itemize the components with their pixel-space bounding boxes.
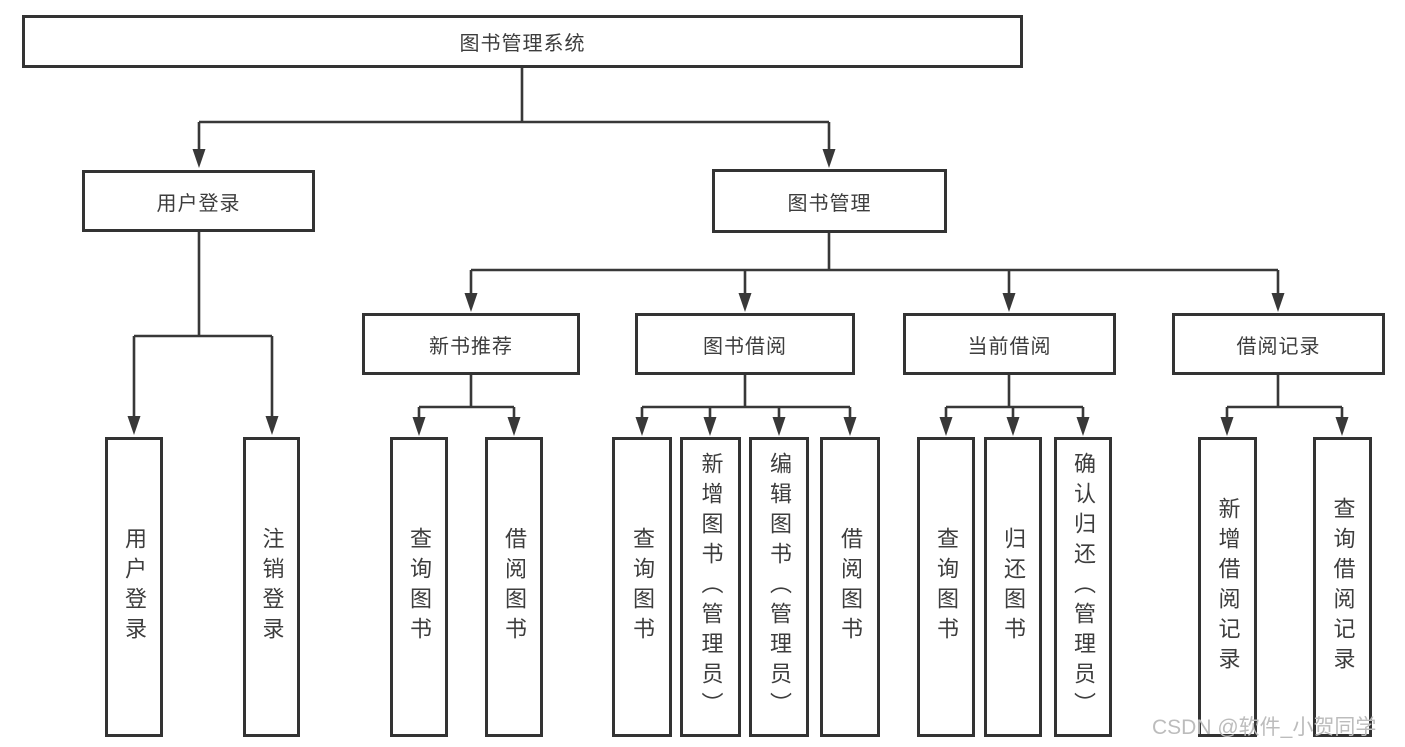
leaf-label: 新增图书（管理员） [698,452,724,722]
node-root-library-system: 图书管理系统 [22,15,1023,68]
node-label: 用户登录 [156,192,241,215]
leaf-label: 借阅图书 [502,527,527,647]
leaf-confirm-return-admin: 确认归还（管理员） [1054,437,1112,737]
leaf-add-books-admin: 新增图书（管理员） [680,437,741,737]
node-user-login: 用户登录 [82,170,315,232]
leaf-label: 查询图书 [407,527,432,647]
node-label: 图书管理 [787,192,872,215]
node-book-borrow: 图书借阅 [635,313,855,375]
leaf-label: 新增借阅记录 [1215,497,1241,677]
leaf-query-books-recommend: 查询图书 [390,437,448,737]
node-label: 新书推荐 [429,335,513,358]
leaf-label: 确认归还（管理员） [1071,452,1096,722]
leaf-edit-books-admin: 编辑图书（管理员） [749,437,809,737]
node-book-management: 图书管理 [712,169,947,233]
leaf-logout: 注销登录 [243,437,300,737]
arrowheads [127,149,1349,436]
leaf-label: 查询图书 [934,527,959,647]
leaf-add-borrow-record: 新增借阅记录 [1198,437,1257,737]
leaf-label: 查询借阅记录 [1330,497,1356,677]
leaf-label: 注销登录 [259,527,285,647]
leaf-query-borrow-record: 查询借阅记录 [1313,437,1372,737]
leaf-return-books: 归还图书 [984,437,1042,737]
leaf-label: 用户登录 [122,527,147,647]
node-current-borrow: 当前借阅 [903,313,1116,375]
leaf-label: 编辑图书（管理员） [767,452,792,722]
leaf-borrow-books-recommend: 借阅图书 [485,437,543,737]
node-new-book-recommend: 新书推荐 [362,313,580,375]
node-label: 当前借阅 [967,335,1052,358]
leaf-label: 查询图书 [630,527,655,647]
leaf-query-books-current: 查询图书 [917,437,975,737]
node-borrow-records: 借阅记录 [1172,313,1385,375]
connector-paths [132,68,1344,420]
node-label: 借阅记录 [1236,335,1321,358]
leaf-user-login: 用户登录 [105,437,163,737]
node-label: 图书管理系统 [459,33,586,55]
csdn-watermark: CSDN @软件_小贺同学 [1152,716,1377,739]
leaf-query-books-borrow: 查询图书 [612,437,672,737]
node-label: 图书借阅 [703,335,787,358]
leaf-label: 借阅图书 [838,527,863,647]
leaf-borrow-books: 借阅图书 [820,437,880,737]
leaf-label: 归还图书 [1001,527,1026,647]
